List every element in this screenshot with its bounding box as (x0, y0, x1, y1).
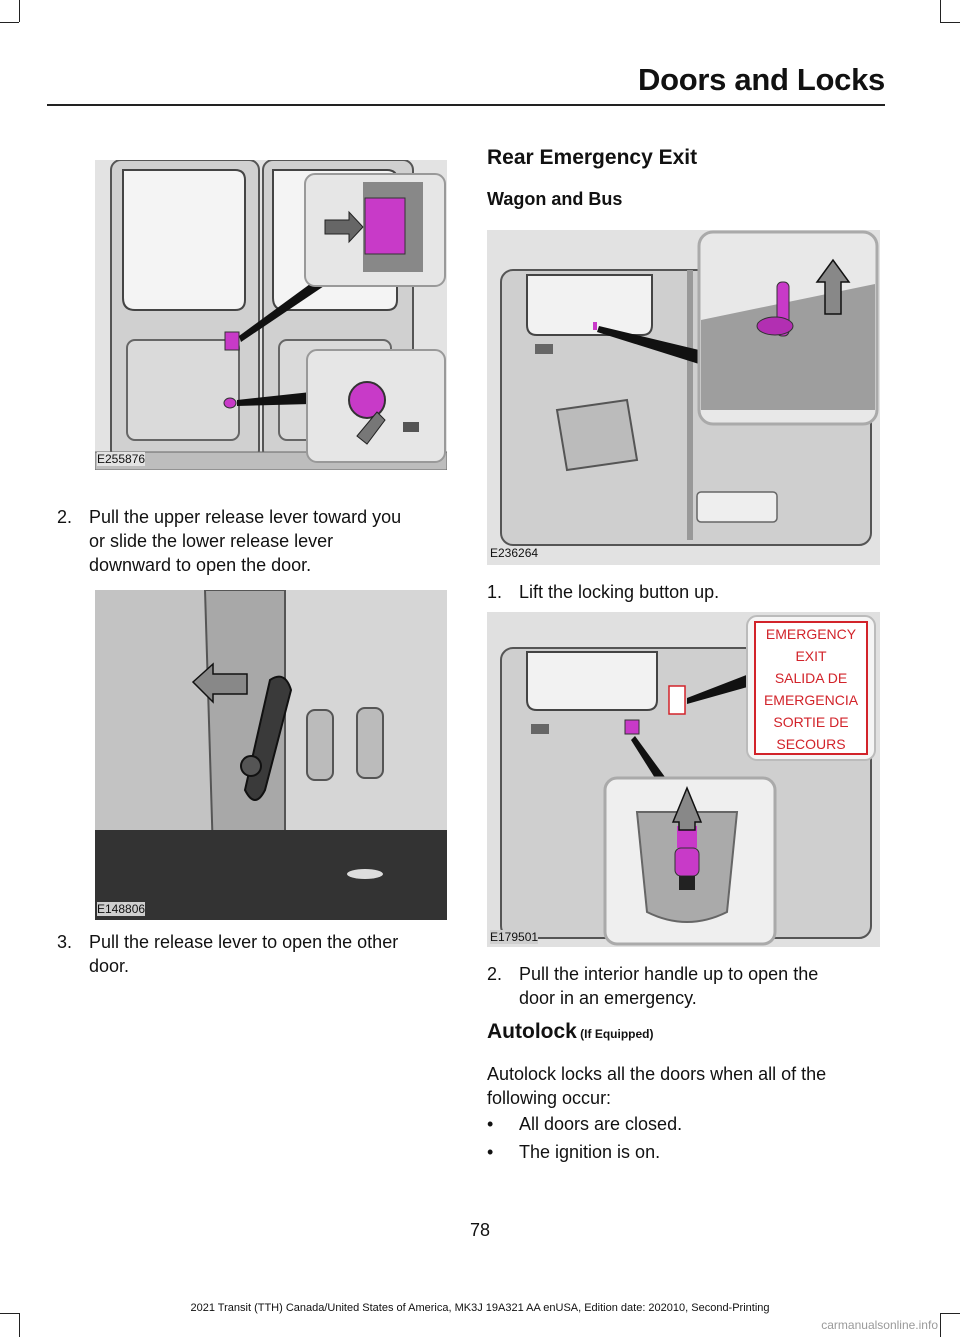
step-number: 2. (487, 964, 503, 984)
figure-code: E236264 (490, 546, 539, 560)
para-line: following occur: (487, 1088, 612, 1108)
left-step-2: 2. Pull the upper release lever toward y… (57, 505, 457, 581)
step-number: 2. (57, 507, 73, 527)
step-line: Pull the upper release lever toward you (89, 507, 402, 527)
release-lever-illustration (95, 590, 447, 920)
step-text: Pull the upper release lever toward you … (89, 505, 401, 577)
sign-line: EMERGENCY (765, 626, 857, 642)
autolock-suffix: (If Equipped) (576, 1027, 654, 1041)
emergency-exit-sign: EMERGENCY EXIT SALIDA DE EMERGENCIA SORT… (755, 622, 867, 755)
crop-mark (940, 22, 960, 23)
crop-mark (940, 1313, 960, 1314)
sign-line: EMERGENCIA (763, 692, 859, 708)
rear-doors-illustration (95, 160, 447, 470)
autolock-paragraph: Autolock locks all the doors when all of… (487, 1062, 907, 1110)
crop-mark (0, 1313, 19, 1314)
autolock-title: Autolock (487, 1020, 577, 1043)
list-item: • The ignition is on. (487, 1140, 887, 1164)
figure-rear-doors-release-levers: E255876 (95, 160, 447, 470)
step-number: 1. (487, 582, 503, 602)
right-step-2: 2. Pull the interior handle up to open t… (487, 962, 887, 1014)
left-step-3: 3. Pull the release lever to open the ot… (57, 930, 457, 982)
step-line: door. (89, 956, 130, 976)
bullet-dot: • (487, 1114, 494, 1134)
para-line: Autolock locks all the doors when all of… (487, 1064, 827, 1084)
step-number: 3. (57, 932, 73, 952)
crop-mark (19, 0, 20, 22)
page-number: 78 (469, 1220, 491, 1240)
sign-line: SALIDA DE (774, 670, 848, 686)
step-text: Pull the interior handle up to open the … (519, 962, 818, 1010)
page-title: Doors and Locks (638, 62, 885, 97)
step-line: Pull the interior handle up to open the (519, 964, 819, 984)
bullet-text: All doors are closed. (519, 1114, 683, 1134)
figure-release-lever: E148806 (95, 590, 447, 920)
step-line: door in an emergency. (519, 988, 697, 1008)
list-item: • All doors are closed. (487, 1112, 887, 1136)
sign-line: EXIT (795, 648, 827, 664)
subsection-title: Wagon and Bus (487, 189, 623, 209)
step-line: or slide the lower release lever (89, 531, 334, 551)
locking-button-illustration (487, 230, 880, 565)
watermark: carmanualsonline.info (821, 1318, 938, 1332)
figure-code: E255876 (97, 452, 146, 466)
crop-mark (19, 1313, 20, 1337)
figure-code: E148806 (97, 902, 146, 916)
figure-locking-button: E236264 (487, 230, 880, 565)
step-text: Lift the locking button up. (519, 582, 720, 602)
step-line: Pull the release lever to open the other (89, 932, 399, 952)
right-step-1: 1. Lift the locking button up. (487, 580, 887, 606)
step-text: Pull the release lever to open the other… (89, 930, 398, 978)
sign-line: SECOURS (776, 736, 846, 752)
figure-code: E179501 (490, 930, 539, 944)
step-line: downward to open the door. (89, 555, 312, 575)
emergency-handle-illustration (487, 612, 880, 947)
crop-mark (940, 0, 941, 22)
bullet-text: The ignition is on. (519, 1142, 661, 1162)
autolock-heading: Autolock (If Equipped) (487, 1020, 654, 1044)
crop-mark (0, 22, 19, 23)
figure-emergency-handle: EMERGENCY EXIT SALIDA DE EMERGENCIA SORT… (487, 612, 880, 947)
crop-mark (940, 1313, 941, 1337)
header-rule (47, 104, 885, 106)
section-title: Rear Emergency Exit (487, 146, 698, 169)
sign-line: SORTIE DE (773, 714, 849, 730)
footer-text: 2021 Transit (TTH) Canada/United States … (190, 1302, 770, 1314)
bullet-dot: • (487, 1142, 494, 1162)
